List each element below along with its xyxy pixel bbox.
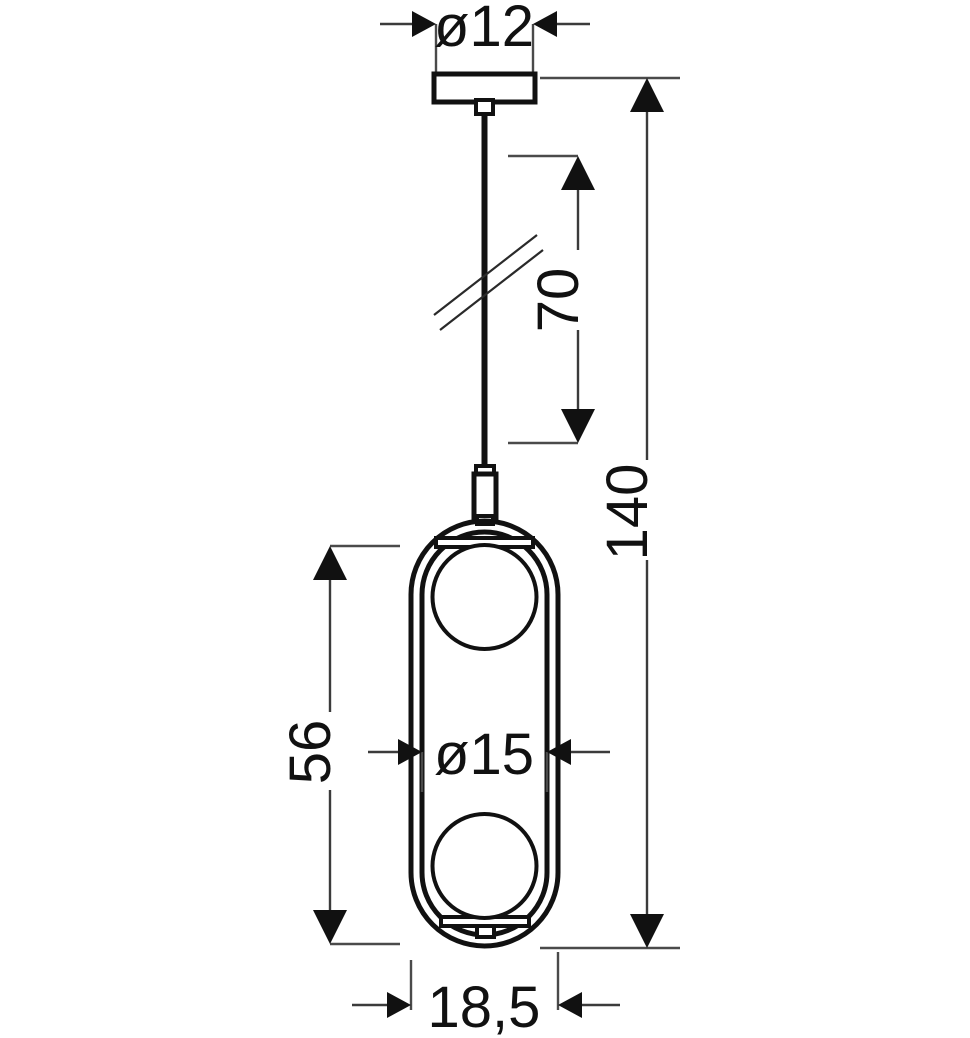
canopy-plate-body (431, 71, 538, 105)
arrow-head-inner-left (398, 739, 422, 765)
arrow-head-width-right (558, 992, 582, 1018)
cable-break-symbol (433, 234, 544, 331)
dimension-cord-length: 70 (508, 154, 595, 445)
dimension-overall-width: 18,5 (352, 952, 620, 1038)
dim-label-cord-length: 70 (526, 268, 591, 333)
holder-body (471, 471, 499, 521)
dim-label-inner-diameter: ø15 (434, 722, 534, 787)
upper-glass-globe (430, 543, 539, 651)
dimension-total-height: 140 (540, 76, 680, 950)
ceiling-mount-plate (431, 71, 538, 116)
dim-label-shade-height: 56 (278, 720, 343, 785)
arrow-head-shade-top (313, 546, 347, 580)
arrow-head-cord-bottom (561, 409, 595, 443)
break-line-upper (433, 234, 538, 316)
frame-outer-ring (408, 518, 561, 949)
oval-ring-frame (408, 518, 561, 949)
bottom-connector-nub (475, 924, 496, 939)
arrow-head-canopy-left (412, 11, 436, 37)
lamp-holder-cylinder (471, 464, 499, 526)
break-line-lower (439, 249, 544, 331)
lower-glass-globe (430, 812, 539, 920)
arrow-head-cord-top (561, 156, 595, 190)
dimension-inner-diameter: ø15 (368, 722, 610, 792)
arrow-head-width-left (387, 992, 411, 1018)
dim-label-canopy-diameter: ø12 (434, 0, 534, 59)
dim-label-overall-width: 18,5 (428, 975, 541, 1038)
canopy-stem (474, 98, 495, 116)
arrow-head-total-bottom (630, 914, 664, 948)
arrow-head-total-top (630, 78, 664, 112)
arrow-head-inner-right (547, 739, 571, 765)
dimension-canopy-diameter: ø12 (380, 0, 590, 74)
dim-label-total-height: 140 (595, 464, 660, 561)
arrow-head-shade-bottom (313, 910, 347, 944)
arrow-head-canopy-right (533, 11, 557, 37)
dimension-shade-height: 56 (278, 544, 400, 946)
